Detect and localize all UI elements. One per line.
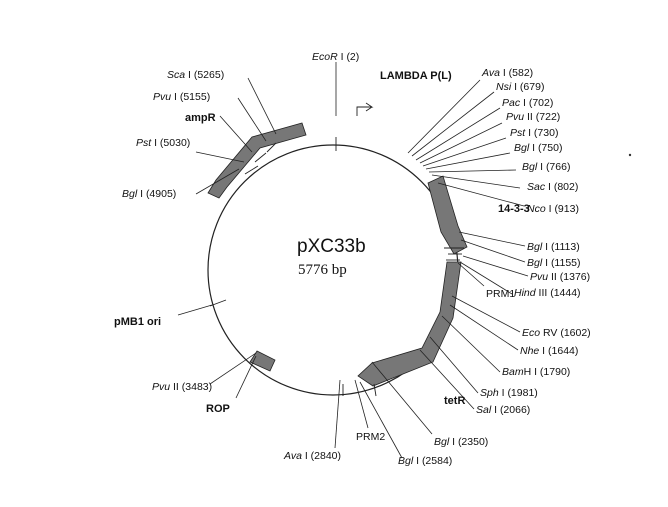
site-label-bgl-2350: Bgl I (2350) — [434, 436, 488, 448]
plasmid-name: pXC33b — [297, 236, 366, 257]
feature-label-ampr: ampR — [185, 112, 216, 124]
site-label-nsi-679: Nsi I (679) — [496, 81, 544, 93]
rop-leader — [235, 355, 257, 399]
site-label-bgl-766: Bgl I (766) — [522, 161, 570, 173]
site-label-hind-1444: Hind III (1444) — [514, 287, 581, 299]
site-label-sac-802: Sac I (802) — [527, 181, 578, 193]
site-label-sal-2066: Sal I (2066) — [476, 404, 530, 416]
site-label-nco-913: Nco I (913) — [527, 203, 579, 215]
site-label-pvu-5155: Pvu I (5155) — [153, 91, 210, 103]
ori-tick — [209, 299, 227, 307]
site-label-pst-5030: Pst I (5030) — [136, 137, 190, 149]
site-label-pvu-3483: Pvu II (3483) — [152, 381, 212, 393]
prm2-label: PRM2 — [356, 431, 385, 443]
site-label-bgl-1155: Bgl I (1155) — [527, 257, 581, 269]
site-ava-2840 — [334, 379, 344, 449]
site-pvu-hind — [446, 253, 529, 295]
feature-label-tetr: tetR — [444, 395, 465, 407]
pvu-3483-leader — [209, 352, 257, 385]
site-label: EcoR I (2) — [312, 51, 359, 63]
site-label-bgl-750: Bgl I (750) — [514, 142, 562, 154]
site-label-nhe-1644: Nhe I (1644) — [520, 345, 578, 357]
site-label-bgl-1113: Bgl I (1113) — [527, 241, 580, 253]
site-label-bgl-2584: Bgl I (2584) — [398, 455, 452, 467]
prm1-label: PRM1 — [486, 288, 515, 300]
site-bgl-2350-2584 — [359, 361, 433, 459]
site-label-pvu-722: Pvu II (722) — [506, 111, 560, 123]
site-cluster-top-left — [195, 77, 277, 195]
site-label-pvu-1376: Pvu II (1376) — [530, 271, 590, 283]
site-label-bamh-1790: BamH I (1790) — [502, 366, 570, 378]
site-label-pac-702: Pac I (702) — [502, 97, 553, 109]
site-cluster-bottom-right — [419, 295, 521, 410]
stray-dot — [628, 153, 632, 157]
site-bgl-1113-1155 — [444, 231, 526, 263]
site-label-ecorv-1602: Eco RV (1602) — [522, 327, 591, 339]
ori-leader — [177, 304, 213, 316]
gene-rop-arrow — [249, 350, 276, 372]
feature-label-rop: ROP — [206, 403, 230, 415]
site-label-ava-582: Ava I (582) — [481, 67, 533, 79]
gene-tetR-arrow — [357, 261, 462, 387]
site-label-bgl-4905: Bgl I (4905) — [122, 188, 176, 200]
site-label-sph-1981: Sph I (1981) — [480, 387, 538, 399]
site-label-pst-730: Pst I (730) — [510, 127, 558, 139]
site-label-sca-5265: Sca I (5265) — [167, 69, 224, 81]
site-cluster-top-right — [407, 79, 525, 207]
site-label-ava-2840: Ava I (2840) — [283, 450, 341, 462]
gene-14-3-3-arrow — [427, 175, 468, 255]
prm1-leader — [457, 262, 485, 287]
prm2-leader — [354, 379, 369, 429]
feature-label-pmb1-ori: pMB1 ori — [114, 316, 161, 328]
site-ecori-2: EcoR I (2) — [312, 51, 359, 151]
lambda-pl-promoter-arrow — [356, 102, 374, 116]
gene-ampR-arrow — [207, 122, 307, 199]
plasmid-size: 5776 bp — [298, 262, 347, 278]
feature-label-14-3-3: 14-3-3 — [498, 203, 530, 215]
feature-label-lambda-pl: LAMBDA P(L) — [380, 70, 452, 82]
